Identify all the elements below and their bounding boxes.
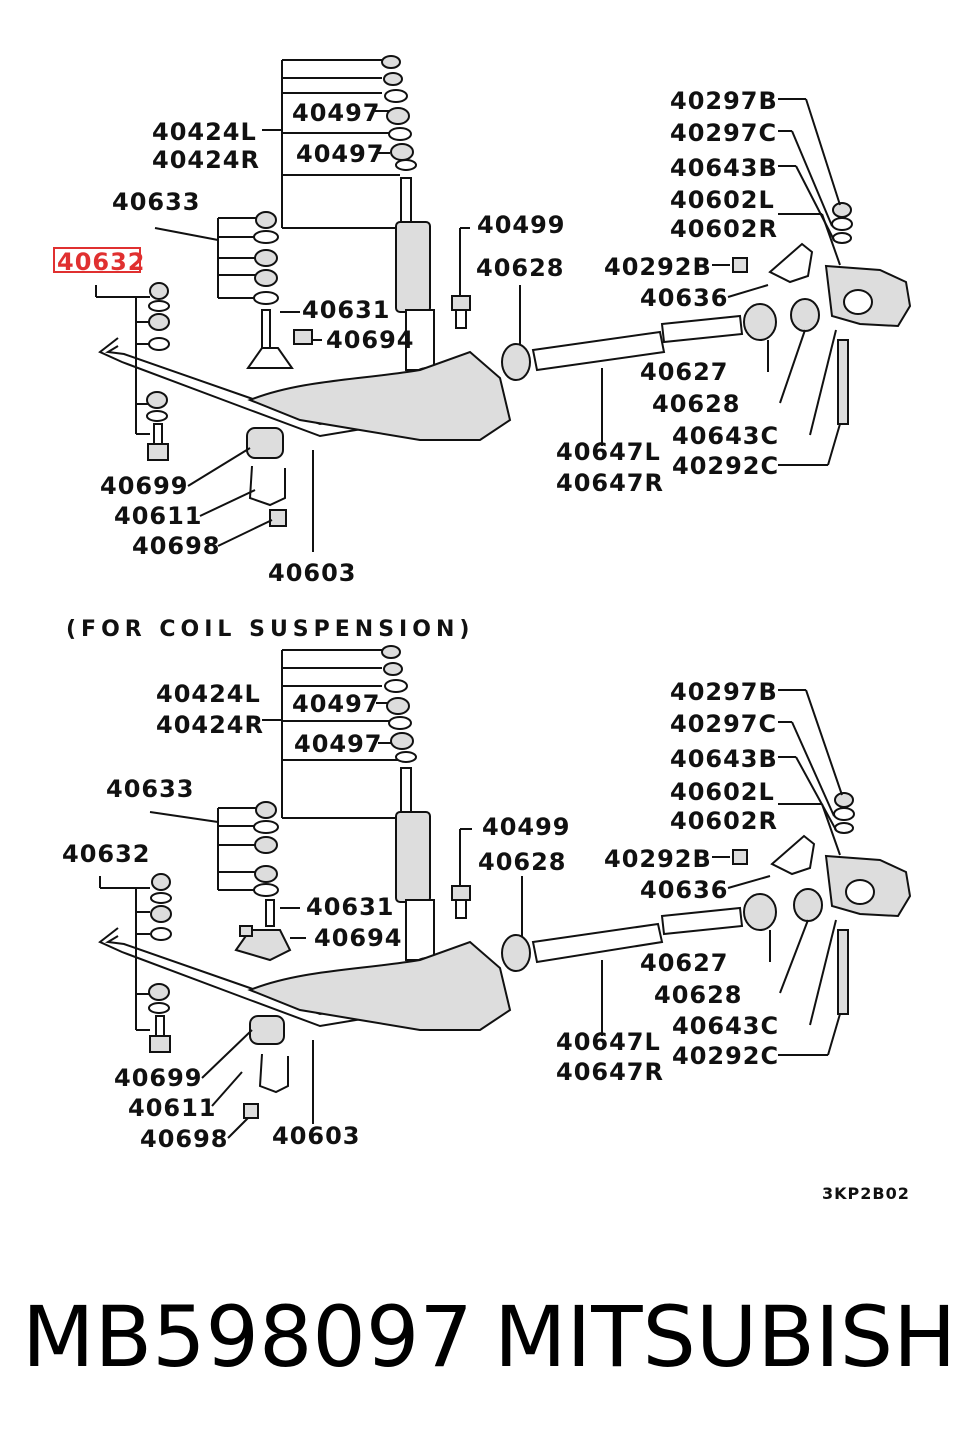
label-40497: 40497	[292, 690, 381, 718]
stabilizer-link-stack	[95, 282, 170, 461]
label-40424L: 40424L	[156, 680, 261, 708]
tension-rod	[501, 285, 837, 446]
highlight-box	[53, 247, 141, 273]
label-40636: 40636	[640, 876, 729, 904]
label-40643B: 40643B	[670, 154, 778, 182]
label-40698: 40698	[140, 1125, 229, 1153]
label-40292B: 40292B	[604, 253, 712, 281]
part-number: MB598097	[22, 1288, 473, 1386]
label-40297B: 40297B	[670, 87, 778, 115]
top-diagram: 40424L 40424R 40497 40497 40633 40632 40…	[53, 55, 912, 587]
label-40603: 40603	[272, 1122, 361, 1150]
label-40699: 40699	[114, 1064, 203, 1092]
bottom-leaders	[201, 1029, 253, 1139]
label-40424R: 40424R	[152, 146, 260, 174]
top-leaders	[187, 447, 273, 547]
bracket-40602	[712, 98, 912, 466]
stabilizer-bar	[98, 337, 512, 552]
label-40497: 40497	[294, 730, 383, 758]
label-40602L: 40602L	[670, 778, 775, 806]
bracket-40602	[712, 689, 912, 1056]
label-40647L: 40647L	[556, 438, 661, 466]
label-40292C: 40292C	[672, 1042, 779, 1070]
label-40647L: 40647L	[556, 1028, 661, 1056]
label-40611: 40611	[128, 1094, 217, 1122]
label-40628: 40628	[476, 254, 565, 282]
label-40628: 40628	[654, 981, 743, 1009]
tension-rod	[501, 876, 837, 1036]
label-40643B: 40643B	[670, 745, 778, 773]
brand-name: MITSUBISHI	[494, 1288, 960, 1386]
section-title: (FOR COIL SUSPENSION)	[66, 617, 474, 642]
label-40699: 40699	[100, 472, 189, 500]
label-40602L: 40602L	[670, 186, 775, 214]
label-40698: 40698	[132, 532, 221, 560]
label-40628: 40628	[652, 390, 741, 418]
label-40632: 40632	[62, 840, 151, 868]
label-40631: 40631	[302, 296, 391, 324]
label-40647R: 40647R	[556, 469, 664, 497]
shock-absorber	[395, 767, 443, 975]
label-40497: 40497	[292, 99, 381, 127]
lower-mount-stack	[149, 801, 306, 962]
label-40297C: 40297C	[670, 710, 777, 738]
stabilizer-link-stack	[99, 873, 172, 1053]
bolt-40499	[451, 227, 471, 329]
label-40499: 40499	[482, 813, 571, 841]
label-40424L: 40424L	[152, 118, 257, 146]
label-40627: 40627	[640, 358, 729, 386]
label-40631: 40631	[306, 893, 395, 921]
label-40633: 40633	[112, 188, 201, 216]
label-40643C: 40643C	[672, 422, 779, 450]
bottom-diagram: 40424L 40424R 40497 40497 40633 40632 40…	[62, 645, 912, 1153]
label-40292C: 40292C	[672, 452, 779, 480]
label-40297B: 40297B	[670, 678, 778, 706]
label-40424R: 40424R	[156, 711, 264, 739]
lower-mount-stack	[154, 211, 322, 369]
label-40611: 40611	[114, 502, 203, 530]
label-40647R: 40647R	[556, 1058, 664, 1086]
label-40633: 40633	[106, 775, 195, 803]
upper-mount-stack	[262, 55, 417, 229]
label-40636: 40636	[640, 284, 729, 312]
label-40628: 40628	[478, 848, 567, 876]
label-40497: 40497	[296, 140, 385, 168]
label-40603: 40603	[268, 559, 357, 587]
label-40627: 40627	[640, 949, 729, 977]
label-40499: 40499	[477, 211, 566, 239]
label-40632-highlighted: 40632	[57, 248, 146, 276]
upper-mount-stack	[262, 645, 417, 819]
label-40602R: 40602R	[670, 807, 778, 835]
diagram-code: 3KP2B02	[822, 1184, 910, 1203]
label-40694: 40694	[326, 326, 415, 354]
label-40602R: 40602R	[670, 215, 778, 243]
label-40297C: 40297C	[670, 119, 777, 147]
label-40643C: 40643C	[672, 1012, 779, 1040]
label-40694: 40694	[314, 924, 403, 952]
bolt-40499	[451, 828, 472, 919]
stabilizer-bar	[98, 927, 512, 1124]
label-40292B: 40292B	[604, 845, 712, 873]
